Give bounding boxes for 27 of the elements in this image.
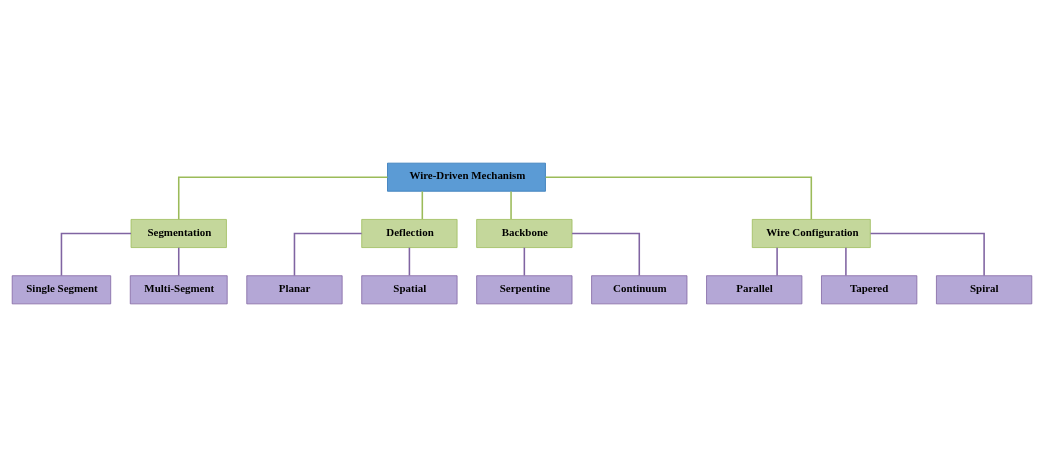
connector: [776, 246, 778, 276]
node-box: Wire-Driven Mechanism: [387, 162, 546, 192]
node-box: Serpentine: [476, 274, 573, 304]
node-box: Segmentation: [130, 218, 227, 248]
connector: [293, 232, 363, 276]
connector: [60, 232, 132, 276]
connector: [510, 190, 512, 220]
node-box: Multi-Segment: [129, 274, 228, 304]
node-box: Wire Configuration: [751, 218, 871, 248]
node-box: Spiral: [936, 274, 1033, 304]
node-box: Continuum: [591, 274, 688, 304]
connector: [869, 232, 985, 276]
node-box: Planar: [246, 274, 343, 304]
node-box: Tapered: [821, 274, 918, 304]
node-box: Single Segment: [11, 274, 112, 304]
connector: [177, 246, 180, 276]
node-box: Backbone: [476, 218, 573, 248]
connector: [845, 246, 847, 276]
node-box: Spatial: [361, 274, 458, 304]
connector: [571, 232, 641, 276]
connector: [523, 246, 526, 276]
node-box: Deflection: [361, 218, 458, 248]
connector: [177, 175, 389, 220]
connector: [408, 246, 411, 276]
connector: [544, 175, 813, 220]
connector: [421, 190, 424, 220]
node-box: Parallel: [706, 274, 803, 304]
